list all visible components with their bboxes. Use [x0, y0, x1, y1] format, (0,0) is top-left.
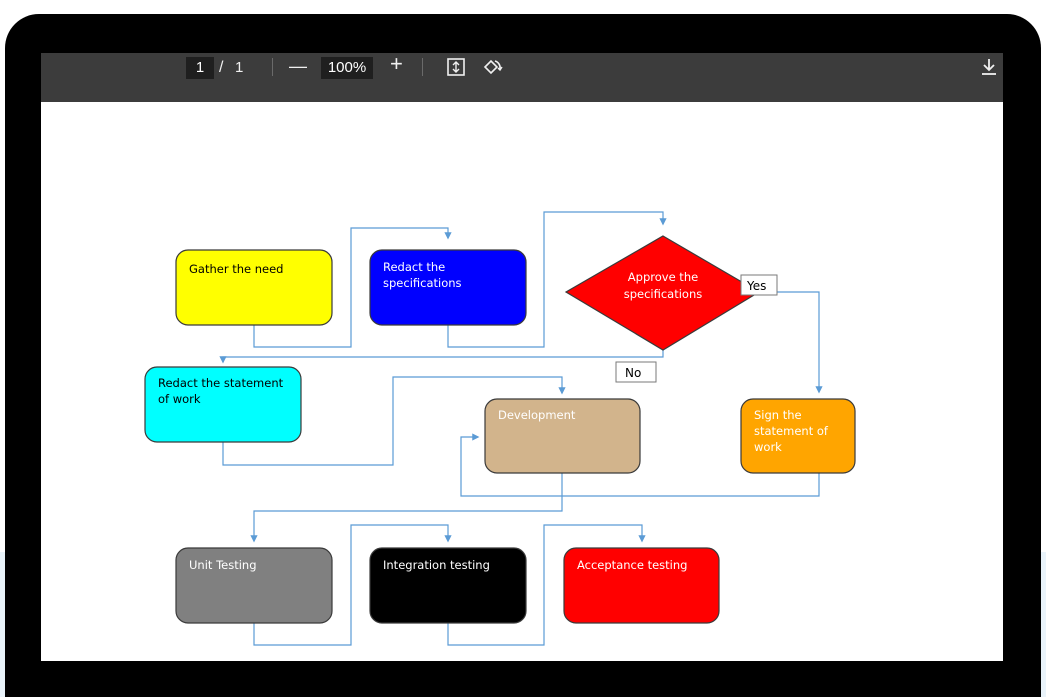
development-node — [484, 398, 641, 474]
pdf-page: Gather the need Redact the specification… — [41, 102, 1003, 661]
unit-testing-node — [175, 547, 333, 624]
approve-specifications-decision — [564, 235, 761, 351]
fit-page-icon[interactable] — [445, 55, 467, 79]
pdf-viewer: 1 / 1 — 100% + — [41, 53, 1003, 661]
redact-sow-label-line1: Redact the statement — [158, 376, 284, 390]
no-label-box — [615, 361, 657, 383]
acceptance-testing-label: Acceptance testing — [577, 558, 687, 572]
redact-sow-label-line2: of work — [158, 392, 201, 406]
pdf-toolbar: 1 / 1 — 100% + — [41, 53, 1003, 102]
gather-need-node — [175, 249, 333, 326]
sign-label-line2: statement of — [754, 424, 829, 438]
zoom-in-button[interactable]: + — [390, 53, 403, 76]
yes-label: Yes — [746, 279, 766, 293]
page-total: 1 — [235, 59, 244, 76]
approve-label-line2: specifications — [624, 287, 703, 301]
zoom-level-input[interactable]: 100% — [321, 57, 373, 79]
unit-testing-label: Unit Testing — [189, 558, 257, 572]
flowchart-diagram: Gather the need Redact the specification… — [144, 211, 856, 646]
download-icon[interactable] — [979, 55, 999, 79]
yes-label-box — [740, 274, 778, 296]
sign-statement-of-work-node — [740, 398, 856, 474]
gather-need-label: Gather the need — [189, 262, 283, 276]
zoom-out-button[interactable]: — — [289, 56, 307, 76]
toolbar-divider — [272, 58, 273, 76]
rotate-icon[interactable] — [481, 55, 505, 79]
page-separator: / — [219, 59, 224, 76]
no-label: No — [625, 366, 641, 380]
development-label: Development — [498, 408, 576, 422]
approve-label-line1: Approve the — [628, 270, 698, 284]
redact-specifications-label-line2: specifications — [383, 276, 462, 290]
redact-specifications-label-line1: Redact the — [383, 260, 445, 274]
redact-statement-of-work-node — [144, 366, 302, 443]
integration-testing-label: Integration testing — [383, 558, 490, 572]
sign-label-line3: work — [754, 440, 782, 454]
integration-testing-node — [369, 547, 527, 624]
connector-lines — [219, 211, 823, 646]
page-number-input[interactable]: 1 — [186, 57, 214, 79]
toolbar-divider — [422, 58, 423, 76]
acceptance-testing-node — [563, 547, 720, 624]
sign-label-line1: Sign the — [754, 408, 802, 422]
redact-specifications-node — [369, 249, 527, 326]
